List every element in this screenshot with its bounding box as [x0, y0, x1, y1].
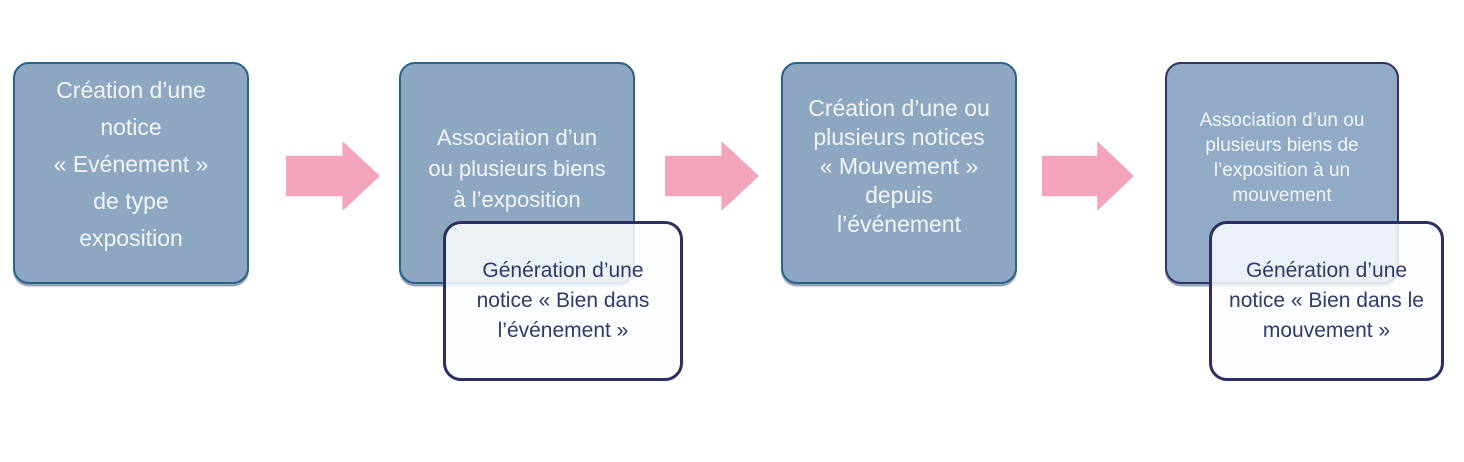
callout-label: Génération d’une notice « Bien dans l’év…: [476, 259, 650, 342]
callout-generation-bien-dans-evenement: Génération d’une notice « Bien dans l’év…: [443, 221, 683, 381]
step-label: Création d’une ou plusieurs notices « Mo…: [808, 94, 990, 237]
callout-label: Génération d’une notice « Bien dans le m…: [1229, 259, 1424, 342]
block-arrow-right-icon: [286, 141, 380, 211]
step-label: Association d’un ou plusieurs biens de l…: [1199, 110, 1365, 206]
step-label: Création d’une notice « Evénement » de t…: [53, 76, 209, 251]
block-arrow-right-icon: [665, 141, 759, 211]
block-arrow-right-icon: [1042, 141, 1134, 211]
step-box-creation-mouvement: Création d’une ou plusieurs notices « Mo…: [781, 62, 1017, 284]
callout-generation-bien-dans-mouvement: Génération d’une notice « Bien dans le m…: [1209, 221, 1444, 381]
step-box-creation-evenement: Création d’une notice « Evénement » de t…: [13, 62, 249, 284]
step-label: Association d’un ou plusieurs biens à l’…: [428, 124, 606, 212]
